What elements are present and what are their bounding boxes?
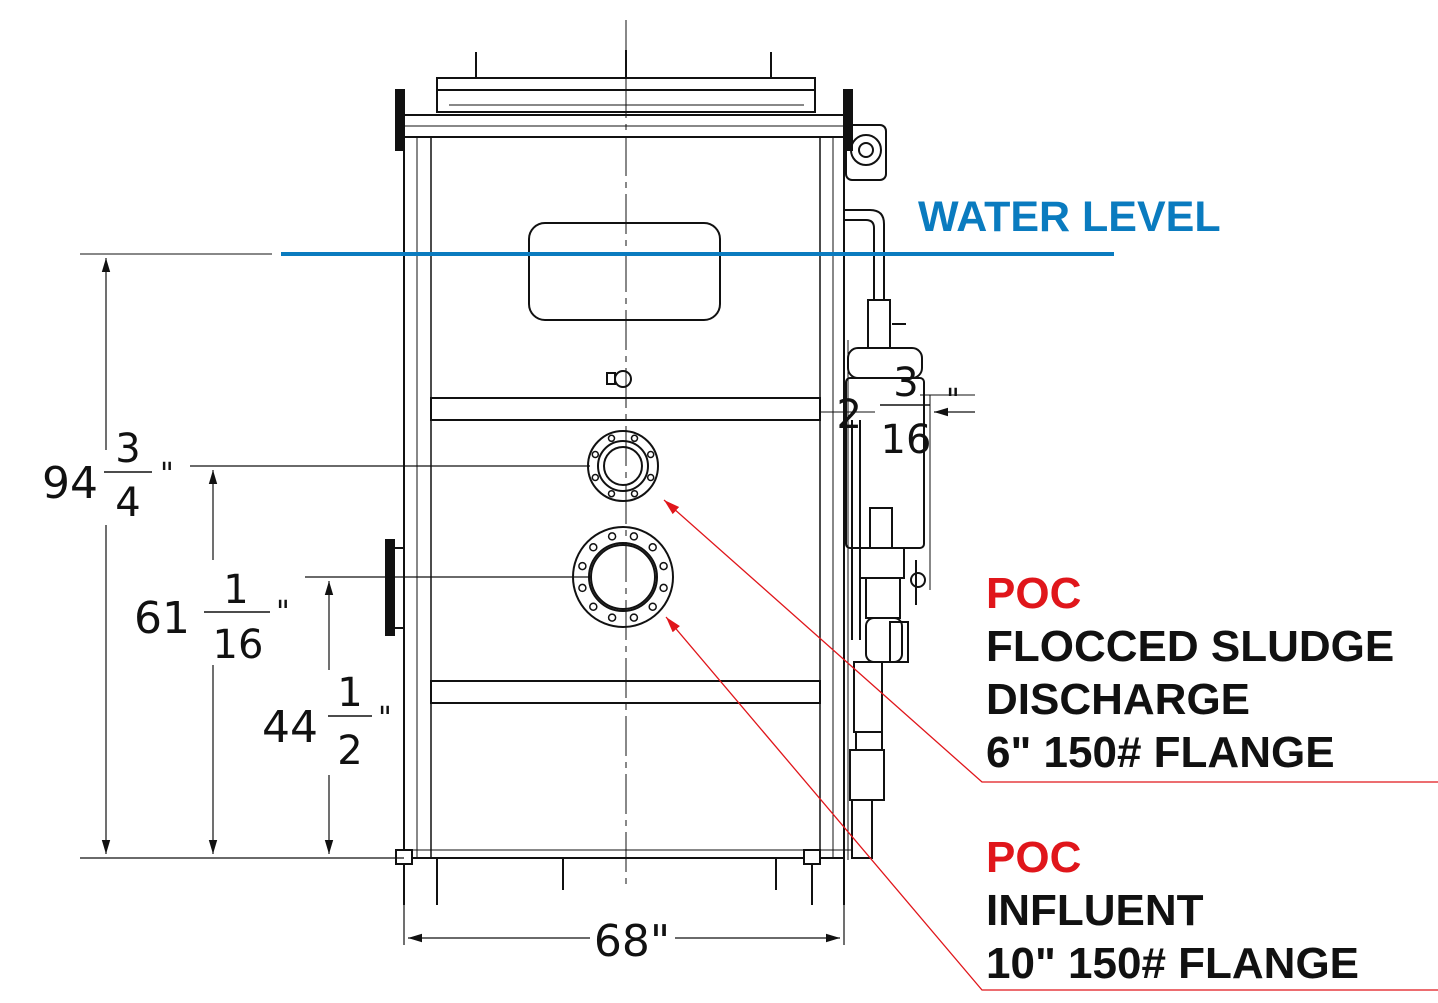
upper-band [430, 397, 821, 421]
dim-94-den: 4 [115, 480, 140, 526]
inspection-window [528, 222, 721, 321]
side-nozzle [385, 539, 395, 636]
dim-44-num: 1 [337, 670, 362, 716]
dim-94-3-4: 94 3 4 " [42, 426, 174, 526]
dim-44-den: 2 [337, 728, 362, 774]
bolt-hole-10in [648, 602, 657, 611]
dim-94-whole: 94 [42, 458, 98, 509]
dimension-lines [80, 258, 975, 945]
tank-body [385, 20, 853, 905]
dim-61-num: 1 [223, 567, 248, 613]
bolt-hole-6in [591, 450, 600, 459]
dim-44-1-2: 44 1 2 " [262, 670, 392, 774]
bolt-hole-10in [648, 543, 657, 552]
dim-61-whole: 61 [134, 593, 190, 644]
poc-influent-line2: 10" 150# FLANGE [986, 939, 1359, 988]
dim-2-num: 3 [893, 360, 918, 406]
valve-assembly [820, 124, 975, 860]
dim-2-unit: " [946, 383, 960, 418]
bolt-hole-6in [646, 450, 655, 459]
dim-94-num: 3 [115, 426, 140, 472]
poc-sludge-callout: POC FLOCCED SLUDGE DISCHARGE 6" 150# FLA… [986, 569, 1394, 777]
bolt-hole-6in [646, 473, 655, 482]
bolt-hole-6in [630, 434, 639, 443]
dim-61-unit: " [276, 595, 290, 630]
poc-sludge-title: POC [986, 569, 1081, 618]
dim-width-68: 68" [594, 916, 670, 967]
poc-influent-line1: INFLUENT [986, 886, 1204, 935]
bolt-hole-6in [607, 489, 616, 498]
dim-61-den: 16 [213, 622, 264, 668]
dim-44-unit: " [378, 701, 392, 736]
bolt-hole-10in [578, 561, 587, 571]
bolt-hole-10in [659, 583, 668, 593]
lower-band [430, 680, 821, 704]
water-level-label: WATER LEVEL [918, 193, 1221, 241]
dim-2-whole: 2 [837, 392, 862, 438]
bolt-hole-10in [629, 532, 639, 541]
poc-sludge-line3: 6" 150# FLANGE [986, 728, 1335, 777]
bolt-hole-10in [578, 583, 587, 593]
dim-2-3-16: 2 3 16 " [837, 360, 960, 463]
poc-sludge-line2: DISCHARGE [986, 675, 1250, 724]
bolt-hole-10in [589, 602, 598, 611]
bolt-hole-10in [629, 613, 639, 622]
dim-94-unit: " [160, 457, 174, 492]
dim-2-den: 16 [881, 417, 932, 463]
bolt-hole-10in [589, 543, 598, 552]
bolt-hole-10in [607, 532, 617, 541]
bolt-hole-10in [607, 613, 617, 622]
bolt-hole-10in [659, 561, 668, 571]
dim-61-1-16: 61 1 16 " [134, 567, 290, 668]
bolt-hole-6in [591, 473, 600, 482]
flange-6in [587, 430, 659, 502]
bolt-hole-6in [607, 434, 616, 443]
dim-44-whole: 44 [262, 702, 318, 753]
poc-sludge-line1: FLOCCED SLUDGE [986, 622, 1394, 671]
bolt-hole-6in [630, 489, 639, 498]
poc-influent-title: POC [986, 833, 1081, 882]
poc-leaders [663, 499, 1438, 991]
poc-influent-callout: POC INFLUENT 10" 150# FLANGE [986, 833, 1359, 988]
